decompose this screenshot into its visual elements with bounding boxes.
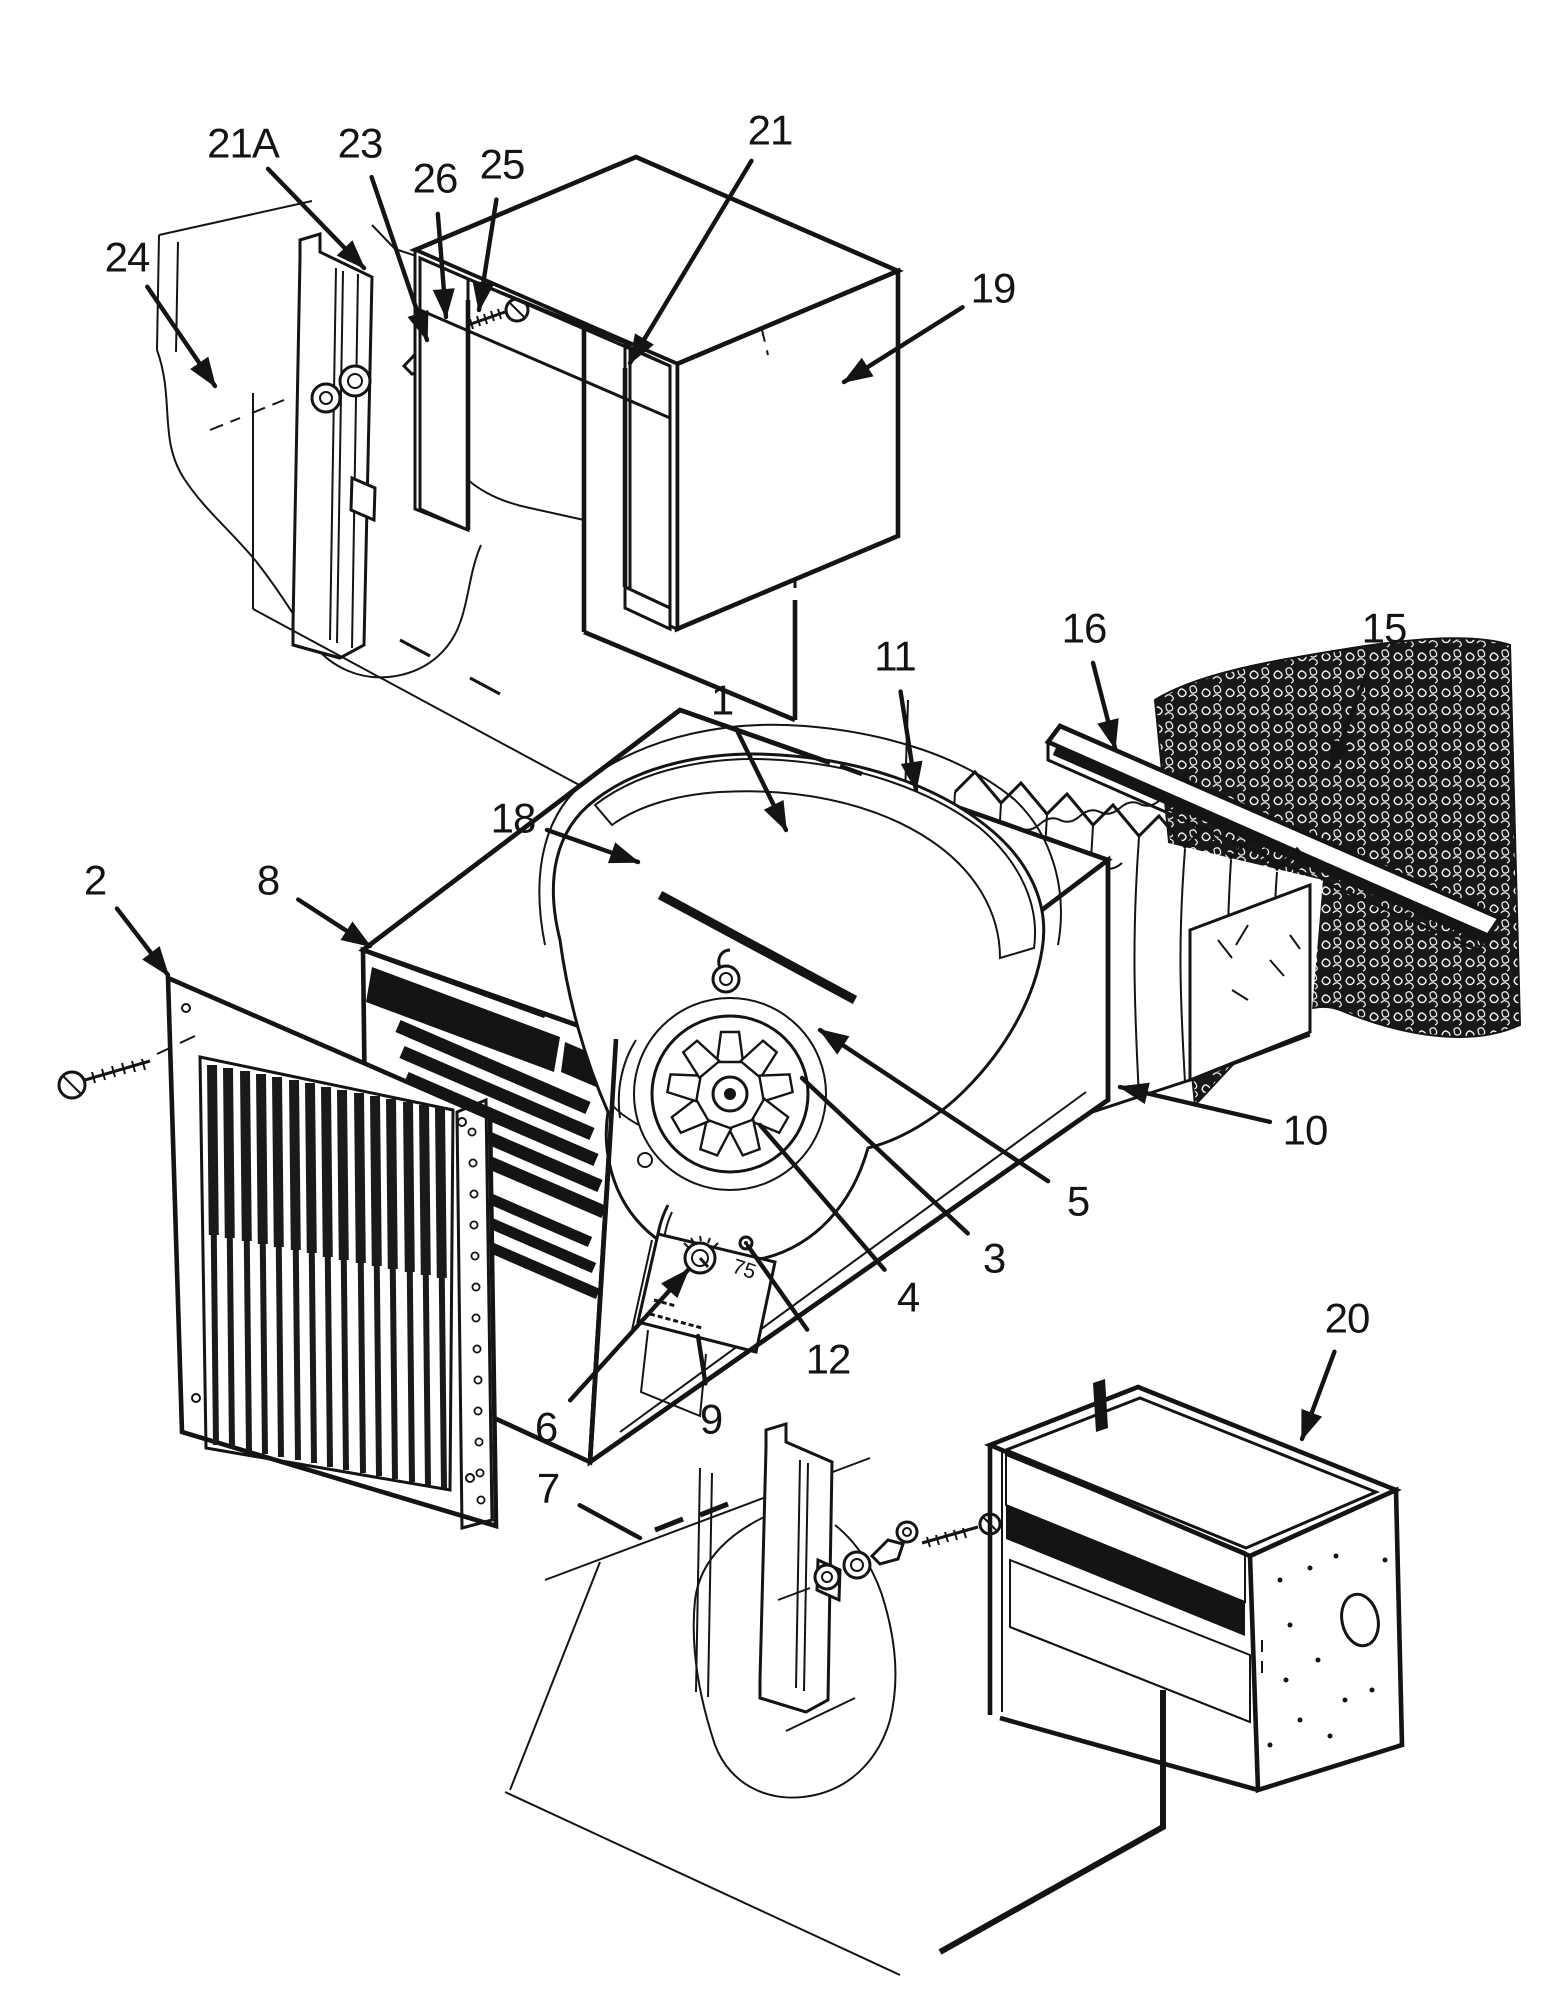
callout-leader-26 — [432, 211, 455, 320]
callout-leader-11 — [898, 689, 923, 793]
callout-leader-9 — [695, 1333, 708, 1386]
main-unit: 75 — [358, 707, 1113, 1467]
upper-housing-assembly — [252, 154, 909, 959]
callout-leader-18 — [544, 827, 641, 865]
callout-label-19: 19 — [971, 265, 1016, 312]
callout-leader-20 — [1299, 1349, 1337, 1442]
callout-label-24: 24 — [105, 234, 150, 281]
callout-label-16: 16 — [1062, 605, 1107, 652]
nut-24a — [310, 382, 342, 414]
callout-leader-21 — [627, 158, 754, 366]
callout-leader-15 — [1328, 659, 1374, 772]
callout-leader-2 — [114, 906, 171, 978]
callout-leader-23 — [369, 174, 430, 343]
box-20 — [983, 1379, 1405, 1794]
callout-label-5: 5 — [1067, 1178, 1089, 1225]
callout-label-21: 21 — [748, 107, 793, 154]
callout-leader-5 — [817, 1027, 1051, 1184]
callout-leader-3 — [799, 1075, 970, 1236]
inlet-slot — [366, 967, 560, 1072]
callout-leader-12 — [745, 1243, 810, 1332]
grille-perforated-strip — [455, 1097, 494, 1530]
box20-cable-hole — [1340, 1592, 1380, 1648]
box20-interior — [1005, 1453, 1251, 1724]
callout-leader-4 — [757, 1122, 887, 1272]
screw-25 — [467, 297, 530, 330]
filter-face — [1188, 882, 1312, 1083]
insulation-21 — [413, 247, 679, 632]
box20-right-face — [1247, 1486, 1405, 1794]
mounting-bracket-top — [291, 231, 377, 660]
insulation-18 — [593, 758, 1036, 960]
control-panel-9: 75 — [631, 1232, 777, 1418]
callout-label-15: 15 — [1362, 605, 1407, 652]
callout-label-7: 7 — [537, 1465, 559, 1512]
callout-leader-16 — [1090, 660, 1119, 751]
callout-label-1: 1 — [711, 677, 733, 724]
callout-label-18: 18 — [491, 795, 536, 842]
panel-plate — [636, 1232, 777, 1354]
callout-leader-6 — [567, 1267, 691, 1403]
callout-label-25: 25 — [480, 141, 525, 188]
callout-leader-24 — [145, 284, 218, 389]
wall-corner-lower — [785, 1690, 1166, 1955]
top-wall-bracket-assembly — [156, 200, 585, 679]
callout-leader-25 — [472, 197, 499, 313]
grille-louvers — [212, 1065, 444, 1488]
callout-label-21A: 21A — [207, 120, 280, 167]
front-grille-2 — [57, 974, 499, 1530]
motor-boss — [711, 964, 741, 994]
filter-stack — [949, 637, 1522, 1160]
callout-label-11: 11 — [874, 633, 916, 680]
callout-label-23: 23 — [338, 120, 383, 167]
callout-label-26: 26 — [413, 155, 458, 202]
callout-label-12: 12 — [806, 1336, 851, 1383]
washer-top — [338, 364, 372, 398]
power-knob-6 — [683, 1235, 719, 1275]
callout-label-3: 3 — [983, 1235, 1005, 1282]
box-19 — [409, 154, 904, 633]
box20-perforations — [1267, 1553, 1388, 1748]
callout-leader-21A — [265, 166, 367, 271]
callout-label-8: 8 — [257, 857, 279, 904]
callout-label-9: 9 — [700, 1396, 722, 1443]
callout-label-20: 20 — [1325, 1295, 1370, 1342]
callout-label-6: 6 — [535, 1404, 557, 1451]
callout-label-2: 2 — [84, 857, 106, 904]
callout-leader-19 — [841, 305, 965, 385]
callout-leader-7 — [577, 1502, 643, 1541]
callout-label-10: 10 — [1283, 1107, 1328, 1154]
callout-leader-1 — [735, 730, 789, 833]
callout-leader-8 — [296, 897, 373, 949]
grille-screw — [57, 1035, 196, 1100]
callout-leader-10 — [1117, 1082, 1273, 1125]
callout-label-4: 4 — [897, 1274, 920, 1321]
filter-frame-16 — [1044, 723, 1504, 952]
